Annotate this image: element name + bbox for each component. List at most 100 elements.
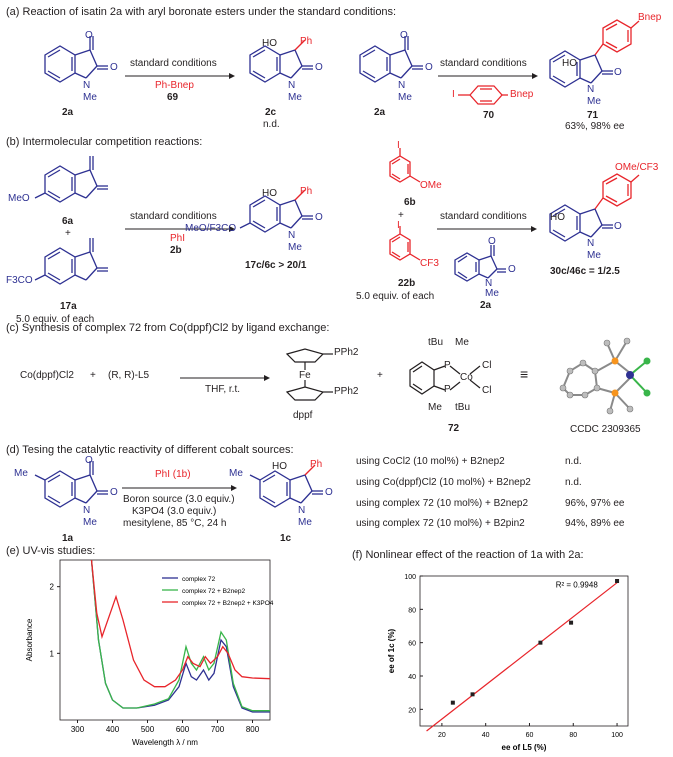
x-tick-label: 60	[526, 732, 534, 739]
bnep-label: Bnep	[510, 89, 534, 100]
phosphorus-label: P	[444, 384, 451, 395]
compound-6a-label: 6a	[62, 216, 74, 227]
table-cell: 96%, 97% ee	[565, 498, 625, 509]
nitrogen-label: N	[587, 238, 595, 249]
header-c: (c) Synthesis of complex 72 from Co(dppf…	[6, 322, 330, 334]
oxygen-label: O	[85, 30, 93, 41]
oxygen-label: O	[400, 30, 408, 41]
x-tick-label: 800	[246, 725, 260, 734]
compound-6b-label: 6b	[404, 197, 416, 208]
product-structure	[549, 173, 640, 242]
methoxy-label: MeO	[8, 193, 30, 204]
compound-2a-label: 2a	[374, 107, 386, 118]
yield-label: n.d.	[263, 119, 280, 130]
isatin-6a-structure	[34, 156, 108, 203]
table-cell: n.d.	[565, 456, 582, 467]
oxygen-label: O	[110, 62, 118, 73]
condition-label: standard conditions	[440, 58, 527, 69]
x-tick-label: 80	[569, 732, 577, 739]
methyl-label: Me	[229, 468, 243, 479]
x-tick-label: 500	[141, 725, 155, 734]
compound-2a-label: 2a	[62, 107, 74, 118]
table-row: using complex 72 (10 mol%) + B2nep2	[356, 498, 529, 509]
methyl-label: Me	[428, 402, 442, 413]
legend-label: complex 72 + B2nep2 + K3PO4	[182, 600, 274, 607]
reaction-arrow	[125, 226, 235, 232]
compound-71-label: 71	[587, 110, 599, 121]
series-line	[90, 559, 270, 713]
isatin-structure	[44, 36, 108, 83]
crystal-structure-image	[559, 337, 651, 415]
plot-frame	[59, 559, 271, 721]
iron-label: Fe	[299, 370, 311, 381]
condition-label: Boron source (3.0 equiv.)	[123, 494, 235, 505]
series-line	[90, 559, 270, 712]
compound-2a-label: 2a	[480, 300, 492, 311]
compound-17a-label: 17a	[60, 301, 77, 312]
reagent-number: 2b	[170, 245, 182, 256]
legend-label: complex 72	[182, 576, 216, 583]
table-row: using CoCl2 (10 mol%) + B2nep2	[356, 456, 505, 467]
x-tick-label: 300	[71, 725, 85, 734]
hydroxyl-label: HO	[262, 188, 277, 199]
compound-72-label: 72	[448, 423, 460, 434]
x-tick-label: 20	[438, 732, 446, 739]
header-a: (a) Reaction of isatin 2a with aryl boro…	[6, 6, 397, 18]
trifluoromethoxy-label: F3CO	[6, 275, 33, 286]
fit-line	[426, 582, 618, 732]
reagent-number: 70	[483, 110, 495, 121]
ratio-label: 30c/46c = 1/2.5	[550, 266, 620, 277]
iodine-label: I	[397, 220, 400, 231]
phosphorus-label: P	[444, 360, 451, 371]
condition-label: mesitylene, 85 °C, 24 h	[123, 518, 227, 529]
hydroxyl-label: HO	[272, 461, 287, 472]
condition-label: standard conditions	[130, 211, 217, 222]
data-point	[450, 700, 455, 705]
condition-label: standard conditions	[130, 58, 217, 69]
compound-1c-label: 1c	[280, 533, 292, 544]
isatin-structure	[359, 36, 423, 83]
isatin-17a-structure	[34, 238, 108, 285]
y-tick-label: 1	[50, 649, 55, 658]
header-e: (e) UV-vis studies:	[6, 545, 96, 557]
trifluoromethyl-label: CF3	[420, 258, 439, 269]
product-structure	[549, 19, 640, 88]
y-tick-label: 20	[408, 707, 416, 714]
iodoanisole-structure	[389, 148, 421, 183]
product-1c-structure	[249, 464, 323, 508]
ligand-label: (R, R)-L5	[108, 370, 150, 381]
oxygen-label: O	[85, 455, 93, 466]
phenyl-label: Ph	[300, 186, 313, 197]
equiv-label: 5.0 equiv. of each	[356, 291, 435, 302]
chloride-label: Cl	[482, 385, 492, 396]
reagent-label: Ph-Bnep	[155, 80, 194, 91]
isatin-structure	[454, 245, 506, 282]
x-tick-label: 100	[611, 732, 623, 739]
methyl-label: Me	[288, 92, 302, 103]
header-d: (d) Tesing the catalytic reactivity of d…	[6, 444, 294, 456]
oxygen-label: O	[508, 264, 516, 275]
y-tick-label: 60	[408, 641, 416, 648]
reagent-number: 69	[167, 92, 179, 103]
methyl-label: Me	[587, 96, 601, 107]
oxygen-label: O	[614, 221, 622, 232]
reagent-label: PhI	[170, 233, 186, 244]
x-tick-label: 40	[482, 732, 490, 739]
x-tick-label: 600	[176, 725, 190, 734]
isatin-1a-structure	[34, 461, 108, 508]
nitrogen-label: N	[288, 80, 296, 91]
reaction-arrow	[125, 73, 235, 79]
nitrogen-label: N	[398, 80, 406, 91]
oxygen-label: O	[110, 487, 118, 498]
series-line	[90, 559, 271, 688]
substituent-label: MeO/F3CO	[185, 223, 237, 234]
product-structure	[239, 189, 313, 233]
phenyl-label: Ph	[310, 459, 323, 470]
plus-sign: +	[90, 370, 96, 381]
methyl-label: Me	[288, 242, 302, 253]
data-point	[569, 620, 574, 625]
header-b: (b) Intermolecular competition reactions…	[6, 136, 203, 148]
table-row: using complex 72 (10 mol%) + B2pin2	[356, 518, 525, 529]
y-tick-label: 80	[408, 607, 416, 614]
oxygen-label: O	[614, 67, 622, 78]
